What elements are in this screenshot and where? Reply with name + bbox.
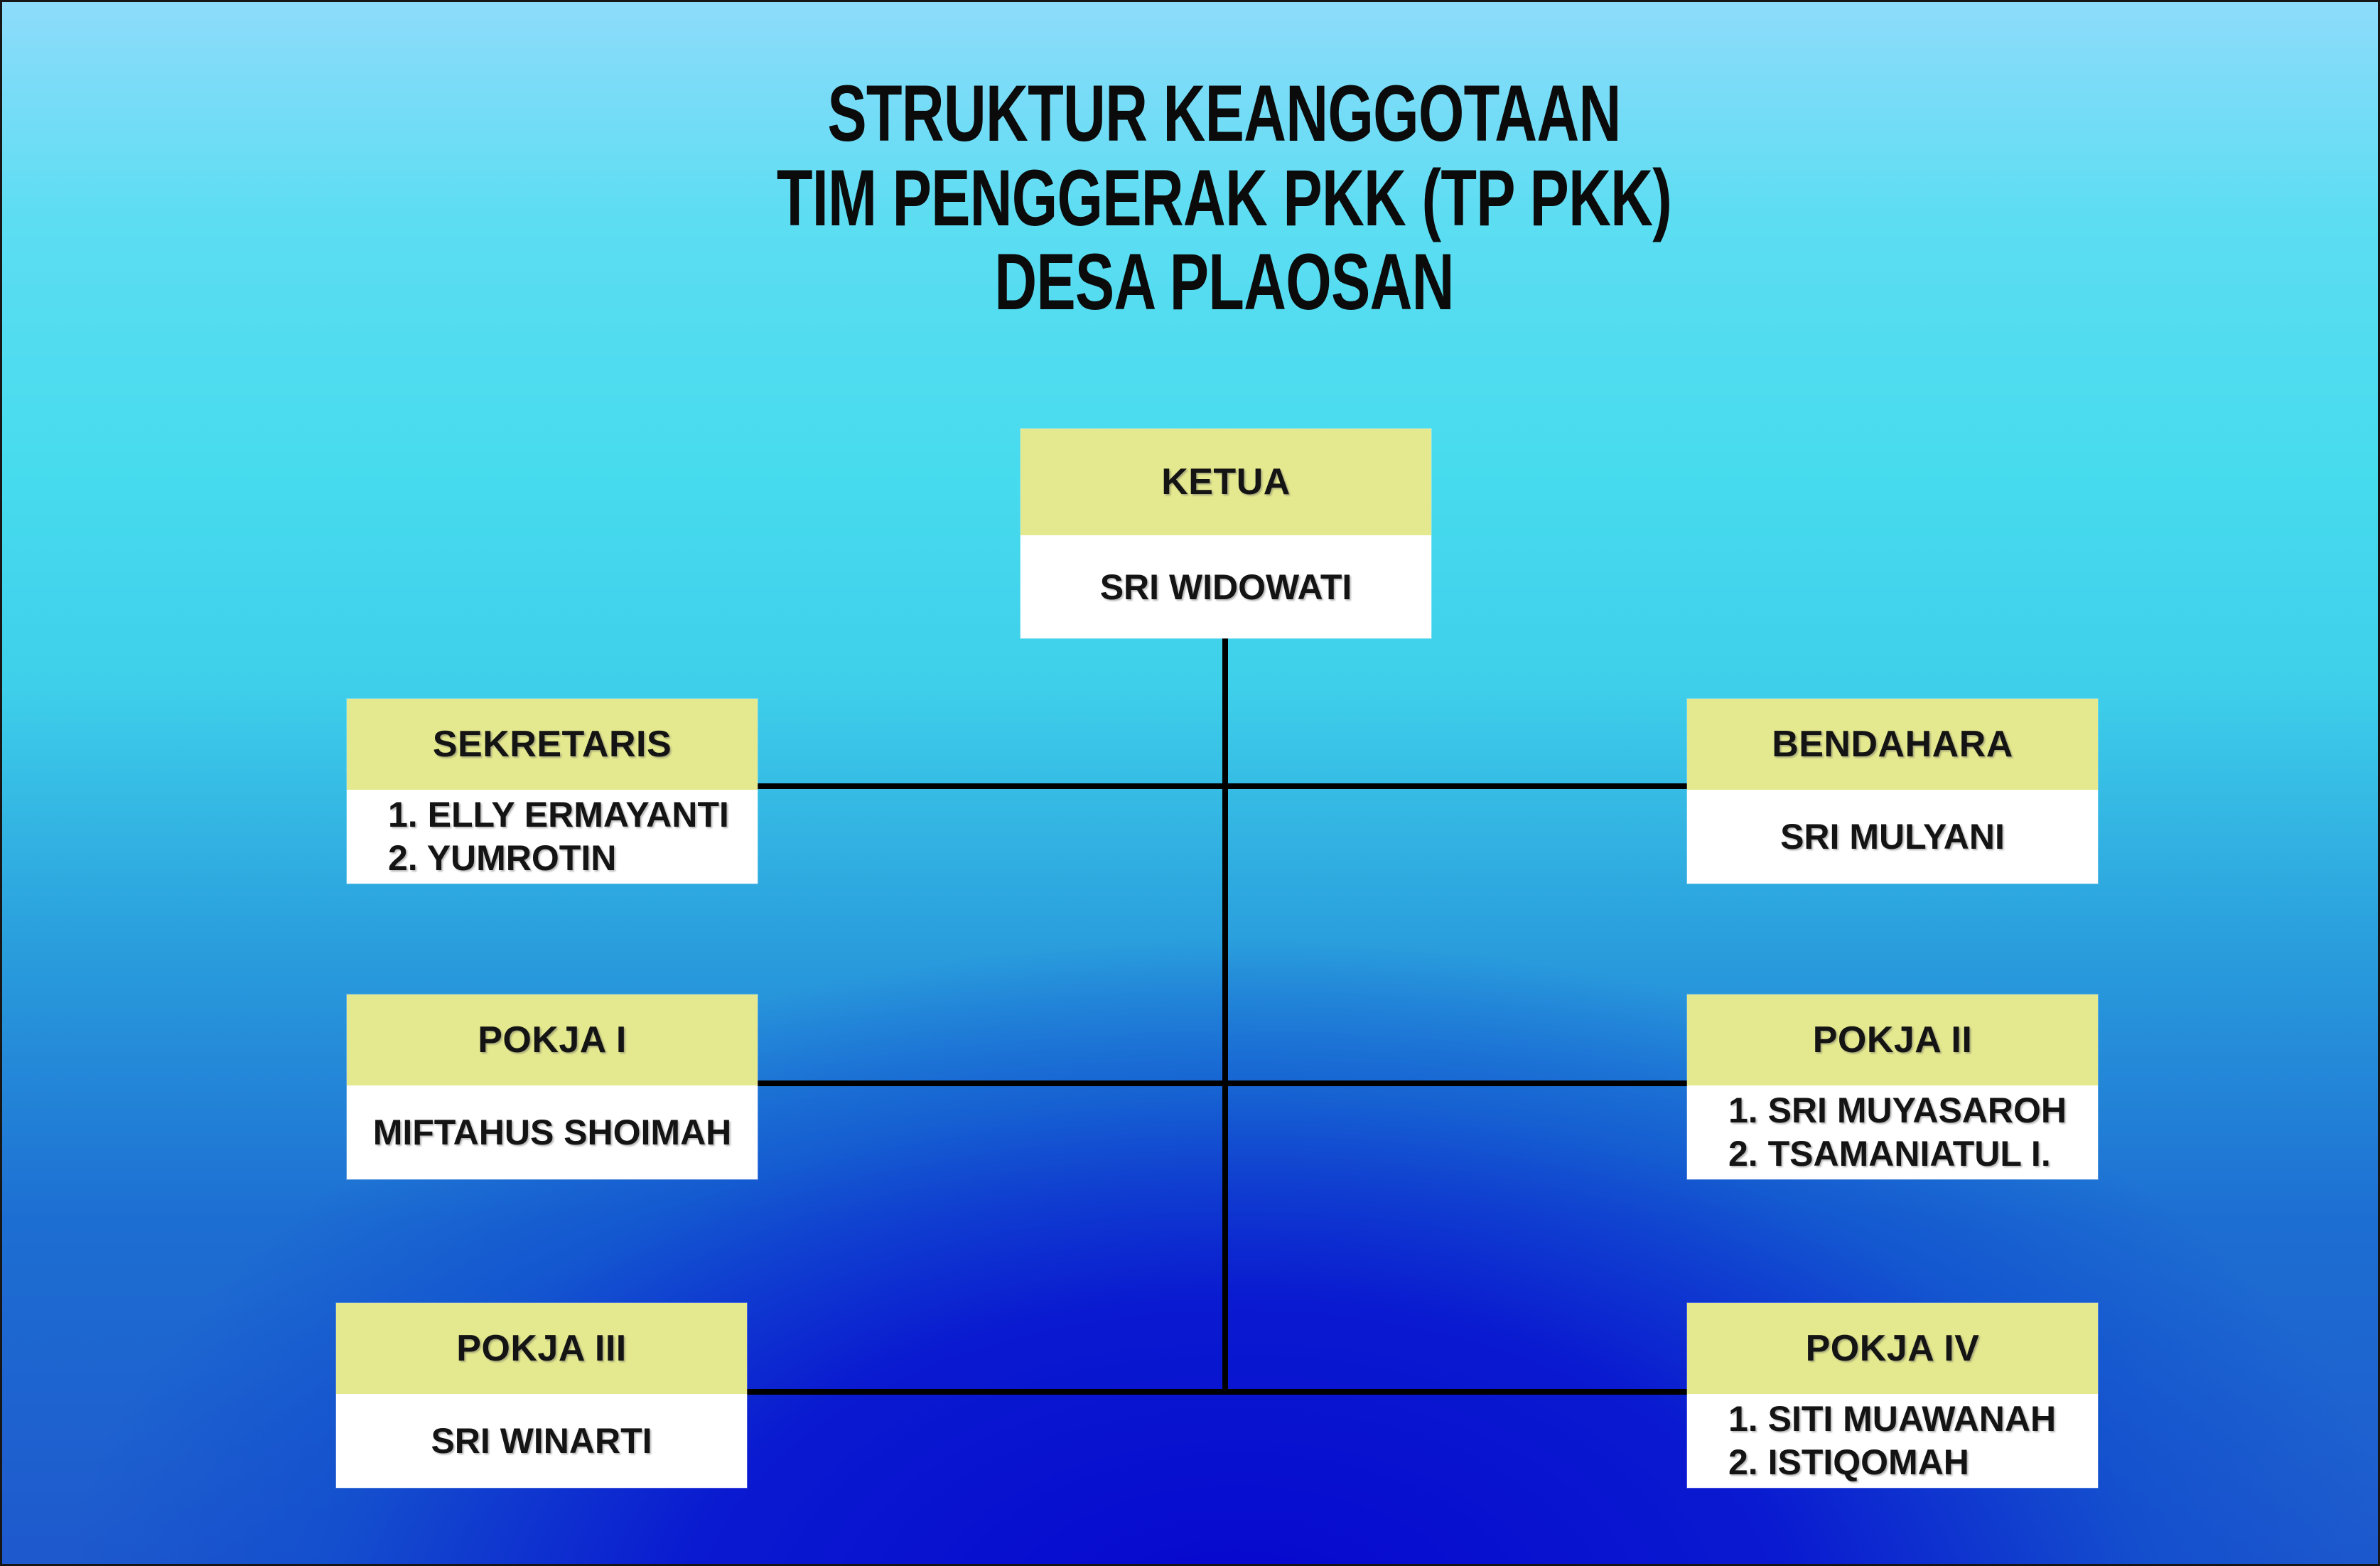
node-pokja-ii-member-2: 2. TSAMANIATUL I.	[1728, 1134, 2051, 1174]
node-pokja-iii: POKJA III SRI WINARTI	[336, 1303, 747, 1488]
node-ketua-member: SRI WIDOWATI	[1099, 567, 1352, 607]
connector-row2-horizontal	[755, 1080, 1687, 1086]
node-bendahara-member: SRI MULYANI	[1780, 817, 2005, 857]
node-bendahara-title: BENDAHARA	[1687, 699, 2098, 790]
connector-ketua-vertical	[1222, 637, 1228, 1395]
node-sekretaris: SEKRETARIS 1. ELLY ERMAYANTI 2. YUMROTIN	[347, 699, 758, 884]
node-pokja-ii-title: POKJA II	[1687, 994, 2098, 1085]
chart-title-line-1: STRUKTUR KEANGGOTAAN	[827, 69, 1621, 158]
node-pokja-ii: POKJA II 1. SRI MUYASAROH 2. TSAMANIATUL…	[1687, 994, 2098, 1179]
node-pokja-i-title: POKJA I	[347, 994, 758, 1085]
chart-title: STRUKTUR KEANGGOTAAN TIM PENGGERAK PKK (…	[34, 69, 2378, 327]
node-pokja-i-member: MIFTAHUS SHOIMAH	[372, 1112, 732, 1152]
node-ketua: KETUA SRI WIDOWATI	[1021, 429, 1431, 638]
node-sekretaris-member-1: 1. ELLY ERMAYANTI	[388, 795, 729, 835]
node-ketua-title: KETUA	[1021, 429, 1431, 535]
node-pokja-iv: POKJA IV 1. SITI MUAWANAH 2. ISTIQOMAH	[1687, 1303, 2098, 1488]
node-sekretaris-title: SEKRETARIS	[347, 699, 758, 790]
node-pokja-iii-member: SRI WINARTI	[431, 1421, 652, 1461]
chart-title-line-2: TIM PENGGERAK PKK (TP PKK)	[776, 153, 1672, 242]
node-sekretaris-member-2: 2. YUMROTIN	[388, 838, 617, 878]
node-pokja-iv-title: POKJA IV	[1687, 1303, 2098, 1394]
chart-title-line-3: DESA PLAOSAN	[994, 237, 1454, 327]
node-pokja-iv-member-2: 2. ISTIQOMAH	[1728, 1442, 1969, 1482]
node-bendahara: BENDAHARA SRI MULYANI	[1687, 699, 2098, 884]
node-pokja-ii-member-1: 1. SRI MUYASAROH	[1728, 1090, 2067, 1130]
node-pokja-iii-title: POKJA III	[336, 1303, 747, 1394]
connector-row1-horizontal	[755, 783, 1687, 789]
node-pokja-i: POKJA I MIFTAHUS SHOIMAH	[347, 994, 758, 1179]
node-pokja-iv-member-1: 1. SITI MUAWANAH	[1728, 1399, 2057, 1439]
connector-row3-horizontal	[745, 1389, 1687, 1395]
